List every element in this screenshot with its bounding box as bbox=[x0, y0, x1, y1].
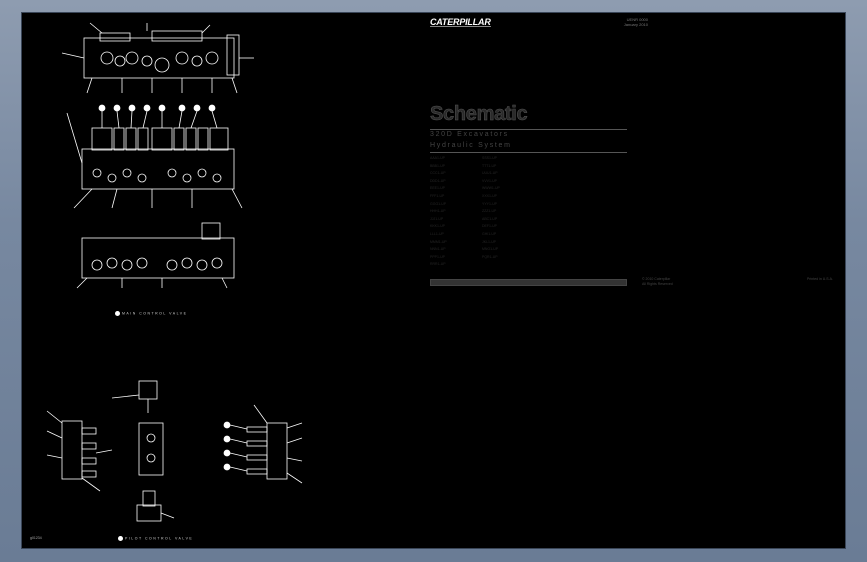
serial-item: MMM1-UP bbox=[430, 239, 447, 244]
serial-item: DEF1-UP bbox=[482, 224, 497, 229]
document-date: January 2010 bbox=[623, 22, 648, 27]
serial-item: TTT1-UP bbox=[482, 163, 497, 168]
serial-item: GHI1-UP bbox=[482, 231, 497, 236]
main-valve-front-view bbox=[66, 104, 243, 209]
schematic-sheet: CATERPILLAR UENR 0000 January 2010 Schem… bbox=[22, 13, 845, 548]
callout-dot-icon bbox=[118, 536, 123, 541]
upper-caption: MAIN CONTROL VALVE bbox=[115, 311, 187, 316]
serial-item: JJJ1-UP bbox=[430, 216, 444, 221]
serial-item: FFF1-UP bbox=[430, 193, 445, 198]
upper-caption-text: MAIN CONTROL VALVE bbox=[122, 311, 188, 316]
serial-item: LLL1-UP bbox=[430, 231, 444, 236]
serial-item: DDD1-UP bbox=[430, 178, 446, 183]
lower-caption: PILOT CONTROL VALVE bbox=[118, 536, 193, 541]
serial-item: CCC1-UP bbox=[430, 171, 446, 176]
copyright-notice: © 2010 Caterpillar All Rights Reserved bbox=[642, 277, 673, 286]
serial-item: SSS1-UP bbox=[482, 156, 497, 160]
copyright-line: © 2010 Caterpillar bbox=[642, 277, 671, 281]
serial-item: AAA1-UP bbox=[430, 156, 445, 160]
serial-item: BBB1-UP bbox=[430, 163, 445, 168]
serial-item: HHH1-UP bbox=[430, 209, 446, 214]
pilot-valve-right bbox=[223, 404, 303, 484]
rights-line: All Rights Reserved bbox=[642, 281, 673, 286]
serial-item: VVV1-UP bbox=[482, 178, 497, 183]
valve-drawings bbox=[46, 22, 303, 522]
page-title: Schematic bbox=[430, 103, 528, 126]
callout-dot-icon bbox=[115, 311, 120, 316]
serial-item: ABC1-UP bbox=[482, 216, 498, 221]
figure-id: g01234 bbox=[30, 536, 42, 540]
model-subtitle: 320D Excavators bbox=[430, 131, 509, 138]
serial-item: JKL1-UP bbox=[482, 239, 497, 244]
title-divider bbox=[430, 129, 627, 130]
document-number: UENR 0000 bbox=[626, 17, 648, 22]
serial-item: NNN1-UP bbox=[430, 247, 446, 252]
serial-item: GGG1-UP bbox=[430, 201, 447, 206]
serial-item: XXX1-UP bbox=[482, 193, 497, 198]
subtitle-divider bbox=[430, 152, 627, 153]
main-valve-top-view bbox=[61, 22, 254, 94]
serial-item: ZZZ1-UP bbox=[482, 209, 497, 214]
caterpillar-logo: CATERPILLAR bbox=[430, 17, 491, 27]
main-valve-bottom-view bbox=[76, 222, 235, 289]
serial-item: KKK1-UP bbox=[430, 224, 445, 229]
title-block-bar bbox=[430, 279, 627, 286]
pilot-valve-left bbox=[46, 410, 113, 492]
serial-item: UUU1-UP bbox=[482, 171, 498, 176]
serial-item: WWW1-UP bbox=[482, 186, 500, 191]
serial-item: EEE1-UP bbox=[430, 186, 445, 191]
pilot-valve-center bbox=[111, 380, 175, 522]
serial-item: MNO1-UP bbox=[482, 247, 499, 252]
serial-item: YYY1-UP bbox=[482, 201, 497, 206]
document-id-block: UENR 0000 January 2010 bbox=[600, 17, 648, 27]
print-reference: Printed in U.S.A. bbox=[807, 277, 833, 281]
serial-list-left: AAA1-UP BBB1-UP CCC1-UP DDD1-UP EEE1-UP … bbox=[430, 155, 447, 269]
serial-list-right: SSS1-UP TTT1-UP UUU1-UP VVV1-UP WWW1-UP … bbox=[482, 155, 500, 261]
serial-item: PQR1-UP bbox=[482, 254, 498, 259]
serial-item: PPP1-UP bbox=[430, 254, 445, 259]
serial-item: RRR1-UP bbox=[430, 262, 446, 267]
system-subtitle: Hydraulic System bbox=[430, 142, 512, 149]
lower-caption-text: PILOT CONTROL VALVE bbox=[125, 536, 194, 541]
